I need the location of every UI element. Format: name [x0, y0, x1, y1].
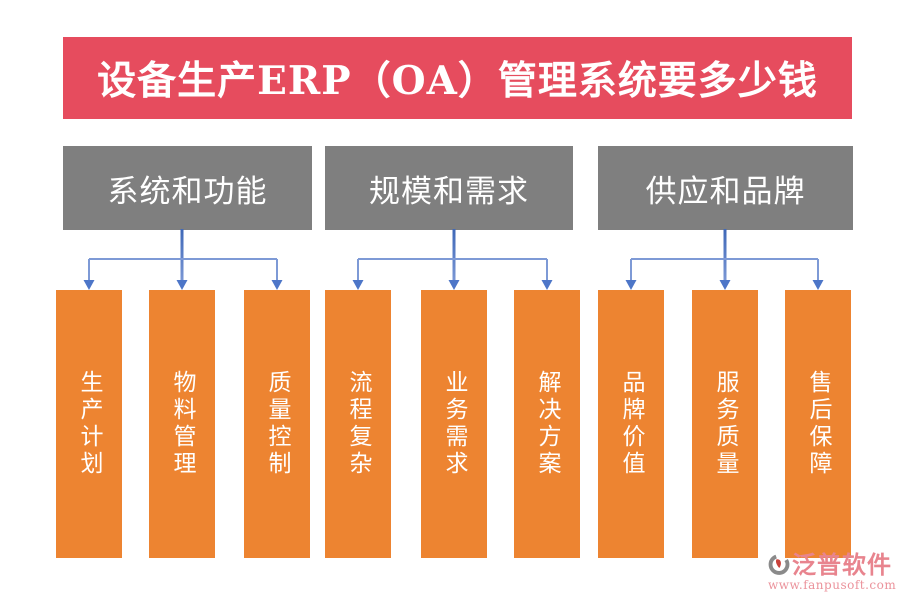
arrow-down-icon [448, 280, 460, 290]
fanpu-logo-icon [768, 554, 790, 575]
arrow-down-icon [83, 280, 95, 290]
bar-business-requirements: 业务需求 [421, 290, 487, 558]
arrow-down-icon [352, 280, 364, 290]
category-box-system-functions: 系统和功能 [63, 146, 312, 230]
bar-material-management: 物料管理 [149, 290, 215, 558]
bar-solution: 解决方案 [514, 290, 580, 558]
category-label: 规模和需求 [369, 173, 529, 210]
arrow-down-icon [176, 280, 188, 290]
bar-quality-control: 质量控制 [244, 290, 310, 558]
arrow-down-icon [812, 280, 824, 290]
bar-label: 解决方案 [534, 370, 560, 478]
bar-label: 业务需求 [441, 370, 467, 478]
bar-service-quality: 服务质量 [692, 290, 758, 558]
bar-process-complexity: 流程复杂 [325, 290, 391, 558]
bar-label: 物料管理 [169, 370, 195, 478]
arrow-down-icon [625, 280, 637, 290]
bar-brand-value: 品牌价值 [598, 290, 664, 558]
arrow-down-icon [271, 280, 283, 290]
arrow-down-icon [541, 280, 553, 290]
page-title: 设备生产ERP（OA）管理系统要多少钱 [97, 58, 818, 104]
arrow-down-icon [719, 280, 731, 290]
bar-production-planning: 生产计划 [56, 290, 122, 558]
connector-group-3 [625, 229, 824, 290]
logo-url[interactable]: www.fanpusoft.com [768, 578, 897, 592]
logo-text: 泛普软件 [792, 549, 892, 579]
bar-label: 品牌价值 [618, 370, 644, 478]
bar-label: 生产计划 [76, 370, 102, 478]
title-banner: 设备生产ERP（OA）管理系统要多少钱 [63, 37, 852, 119]
connector-group-2 [352, 229, 553, 290]
category-box-supply-brand: 供应和品牌 [598, 146, 853, 230]
bar-label: 售后保障 [805, 370, 831, 478]
bar-label: 质量控制 [264, 370, 290, 478]
connector-group-1 [83, 229, 283, 290]
bar-label: 流程复杂 [345, 370, 371, 478]
bar-after-sales-support: 售后保障 [785, 290, 851, 558]
bar-label: 服务质量 [712, 370, 738, 478]
fanpu-logo-link[interactable]: 泛普软件 www.fanpusoft.com [768, 549, 897, 592]
category-label: 系统和功能 [107, 173, 268, 210]
category-box-scale-requirements: 规模和需求 [325, 146, 573, 230]
category-label: 供应和品牌 [645, 173, 806, 210]
